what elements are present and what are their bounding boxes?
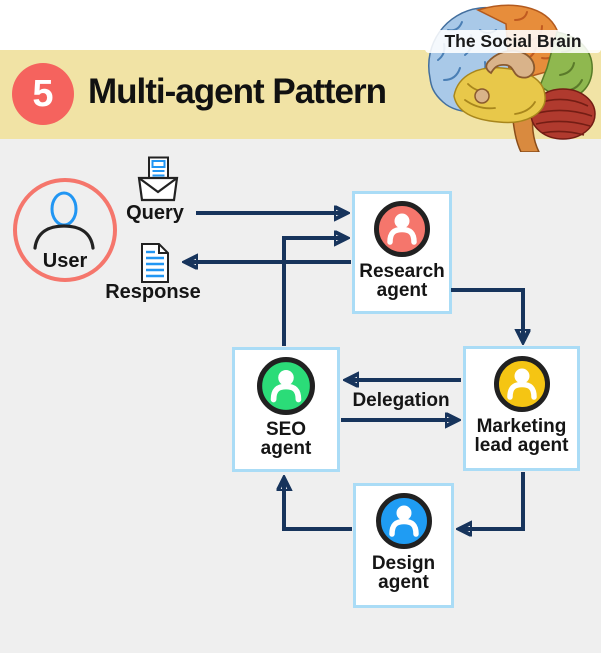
brain-caption-band	[425, 30, 601, 53]
delegation-label: Delegation	[352, 390, 450, 411]
arrow-research-to-marketing	[451, 288, 523, 341]
query-mail-icon	[137, 156, 179, 202]
query-label: Query	[126, 202, 184, 224]
seo-agent-icon	[257, 357, 315, 415]
marketing-lead-agent-node: Marketing lead agent	[463, 346, 580, 471]
brain-illustration: The Social Brain	[420, 0, 601, 153]
arrow-design-to-seo	[284, 479, 352, 531]
design-agent-node: Design agent	[353, 483, 454, 608]
user-node: User	[13, 178, 117, 282]
step-number: 5	[32, 72, 54, 115]
arrow-marketing-to-design	[460, 472, 525, 529]
marketing-lead-agent-icon	[493, 356, 550, 412]
response-label: Response	[105, 281, 201, 303]
seo-agent-node: SEO agent	[232, 347, 340, 472]
page-title: Multi-agent Pattern	[88, 72, 387, 111]
seo-agent-label: SEO agent	[260, 419, 312, 459]
marketing-lead-agent-label: Marketing lead agent	[474, 416, 569, 456]
research-agent-label: Research agent	[359, 261, 445, 301]
step-number-badge: 5	[12, 63, 74, 125]
user-person-icon	[33, 191, 95, 250]
design-agent-icon	[375, 493, 432, 549]
brain-graphic: The Social Brain	[425, 4, 601, 153]
response-document-icon	[141, 243, 169, 283]
brain-caption: The Social Brain	[444, 31, 581, 51]
research-agent-icon	[374, 201, 430, 257]
research-agent-node: Research agent	[352, 191, 452, 314]
arrow-seo-to-research	[282, 238, 346, 346]
design-agent-label: Design agent	[371, 553, 436, 593]
user-label: User	[42, 250, 88, 272]
